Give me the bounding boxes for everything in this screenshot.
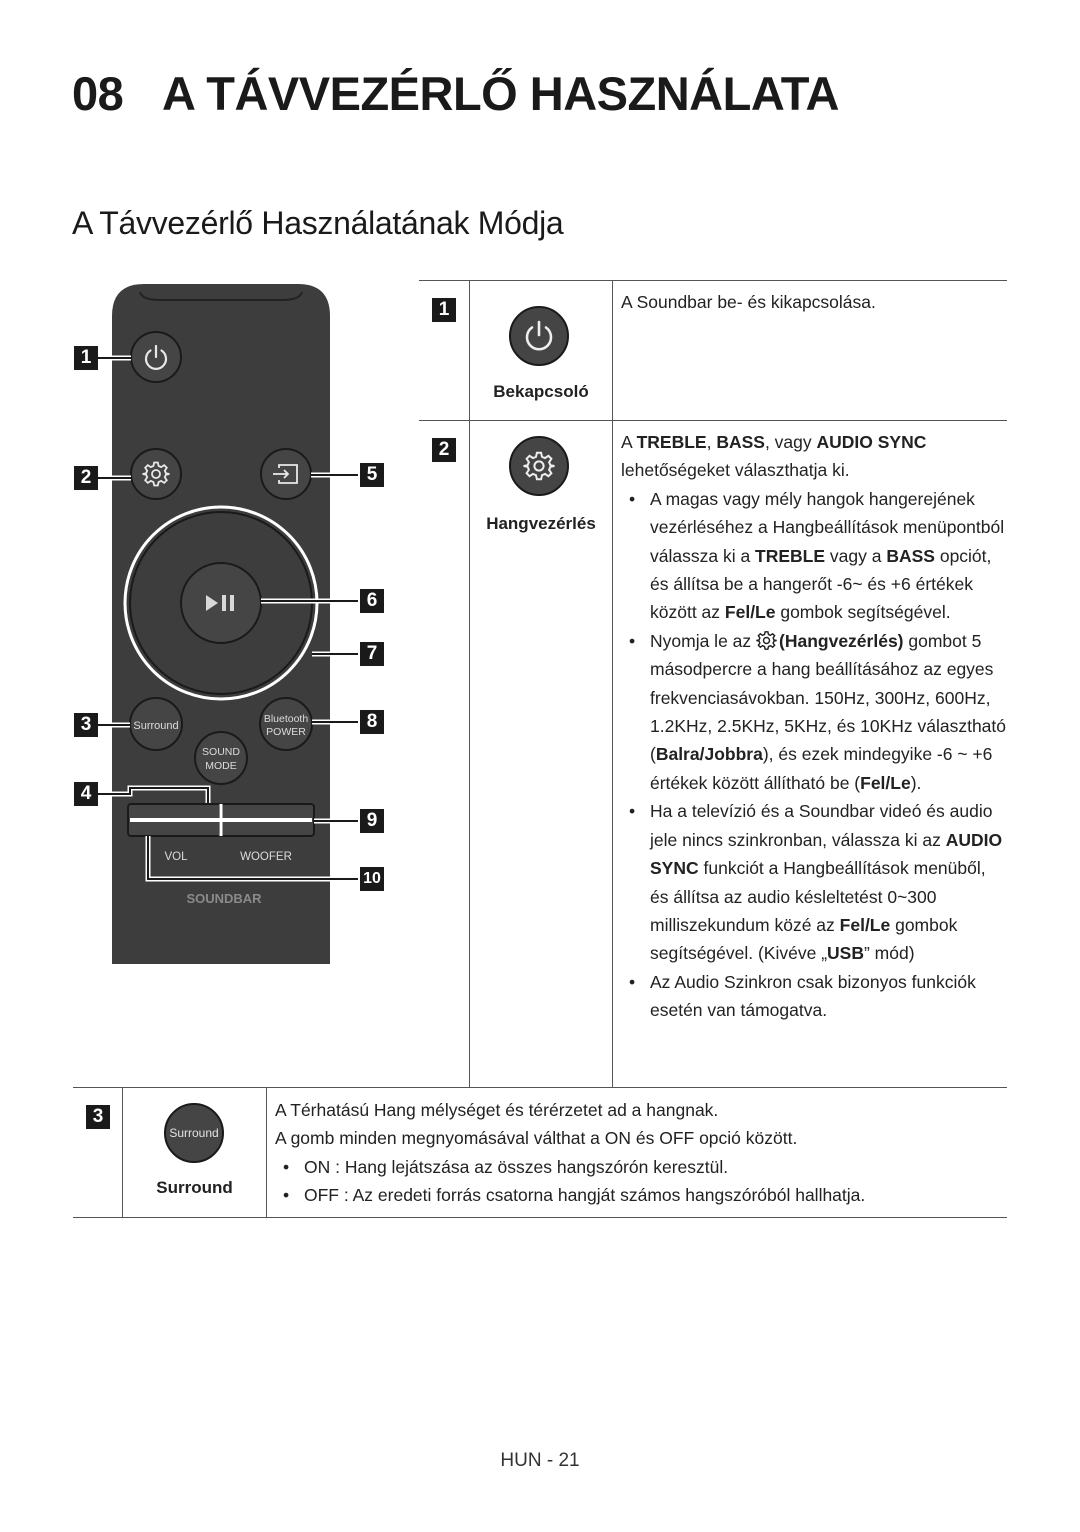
callout-badge-4: 4 bbox=[74, 782, 98, 806]
row-number-badge: 3 bbox=[86, 1105, 110, 1129]
row-line-2: A gomb minden megnyomásával válthat a ON… bbox=[275, 1128, 798, 1149]
list-item: A magas vagy mély hangok hangerejének ve… bbox=[621, 485, 1006, 627]
chapter-title: A TÁVVEZÉRLŐ HASZNÁLATA bbox=[162, 67, 839, 120]
callout-badge-6: 6 bbox=[360, 589, 384, 613]
leader-lines bbox=[98, 357, 358, 880]
page-number: HUN - 21 bbox=[500, 1450, 580, 1471]
button-label: Bekapcsoló bbox=[493, 382, 589, 401]
row-bullets: A magas vagy mély hangok hangerejének ve… bbox=[621, 485, 1006, 1025]
list-item: Az Audio Szinkron csak bizonyos funkciók… bbox=[621, 968, 1006, 1025]
remote-sound-mode-text-1: SOUND bbox=[202, 746, 240, 758]
list-item: ON : Hang lejátszása az összes hangszóró… bbox=[275, 1153, 1000, 1182]
callout-badge-7: 7 bbox=[360, 642, 384, 666]
gear-button-image bbox=[509, 436, 569, 496]
remote-top-edge bbox=[139, 291, 303, 301]
surround-button-image: Surround bbox=[164, 1103, 224, 1163]
table-col-divider-1 bbox=[469, 280, 470, 1087]
section-title: A Távvezérlő Használatának Módja bbox=[72, 205, 564, 241]
remote-sound-mode-button bbox=[194, 731, 248, 785]
remote-woofer-text: WOOFER bbox=[240, 851, 292, 863]
table-rule-top bbox=[419, 280, 1007, 281]
table-rule-row2 bbox=[73, 1087, 1007, 1088]
callout-badge-1: 1 bbox=[74, 346, 98, 370]
callout-badge-3: 3 bbox=[74, 713, 98, 737]
row-line-1: A Térhatású Hang mélységet és térérzetet… bbox=[275, 1100, 719, 1120]
remote-bluetooth-text: Bluetooth bbox=[264, 713, 309, 725]
row-description: A Soundbar be- és kikapcsolása. bbox=[621, 292, 876, 312]
gear-icon bbox=[756, 630, 777, 650]
chapter-heading: 08 A TÁVVEZÉRLŐ HASZNÁLATA bbox=[72, 64, 839, 124]
list-item: Ha a televízió és a Soundbar videó és au… bbox=[621, 797, 1006, 967]
power-icon bbox=[525, 320, 553, 351]
row-bullets: ON : Hang lejátszása az összes hangszóró… bbox=[275, 1153, 1000, 1210]
power-button-image bbox=[509, 306, 569, 366]
table-rule-bottom bbox=[73, 1217, 1007, 1218]
callout-badge-9: 9 bbox=[360, 809, 384, 833]
remote-vol-text: VOL bbox=[164, 851, 188, 863]
row-number-badge: 1 bbox=[432, 298, 456, 322]
list-item: OFF : Az eredeti forrás csatorna hangját… bbox=[275, 1181, 1000, 1210]
table-col-divider-2 bbox=[612, 280, 613, 1087]
callout-badge-10: 10 bbox=[360, 867, 384, 891]
remote-sound-mode-text-2: MODE bbox=[205, 760, 237, 772]
chapter-number: 08 bbox=[72, 67, 124, 120]
button-label: Surround bbox=[156, 1178, 233, 1197]
list-item: Nyomja le az (Hangvezérlés) gombot 5 más… bbox=[621, 627, 1006, 797]
table-col-divider-3 bbox=[122, 1087, 123, 1217]
remote-power-text: POWER bbox=[266, 726, 306, 738]
table-rule-row1 bbox=[419, 420, 1007, 421]
remote-play-pause-button bbox=[180, 562, 262, 644]
surround-button-text: Surround bbox=[169, 1126, 218, 1140]
table-col-divider-4 bbox=[266, 1087, 267, 1217]
remote-brand-text: SOUNDBAR bbox=[186, 891, 262, 906]
play-pause-icon bbox=[206, 595, 234, 611]
gear-icon bbox=[142, 461, 170, 487]
button-label: Hangvezérlés bbox=[486, 514, 596, 533]
callout-badge-5: 5 bbox=[360, 463, 384, 487]
remote-sound-control-button bbox=[130, 448, 182, 500]
gear-icon bbox=[523, 451, 555, 481]
remote-illustration: Surround Bluetooth POWER SOUND MODE VOL … bbox=[98, 284, 358, 964]
source-icon bbox=[273, 464, 298, 484]
remote-surround-text: Surround bbox=[133, 720, 178, 732]
callout-badge-8: 8 bbox=[360, 710, 384, 734]
power-icon bbox=[144, 344, 168, 370]
row-number-badge: 2 bbox=[432, 438, 456, 462]
callout-badge-2: 2 bbox=[74, 466, 98, 490]
row-description: A Térhatású Hang mélységet és térérzetet… bbox=[275, 1096, 1000, 1210]
